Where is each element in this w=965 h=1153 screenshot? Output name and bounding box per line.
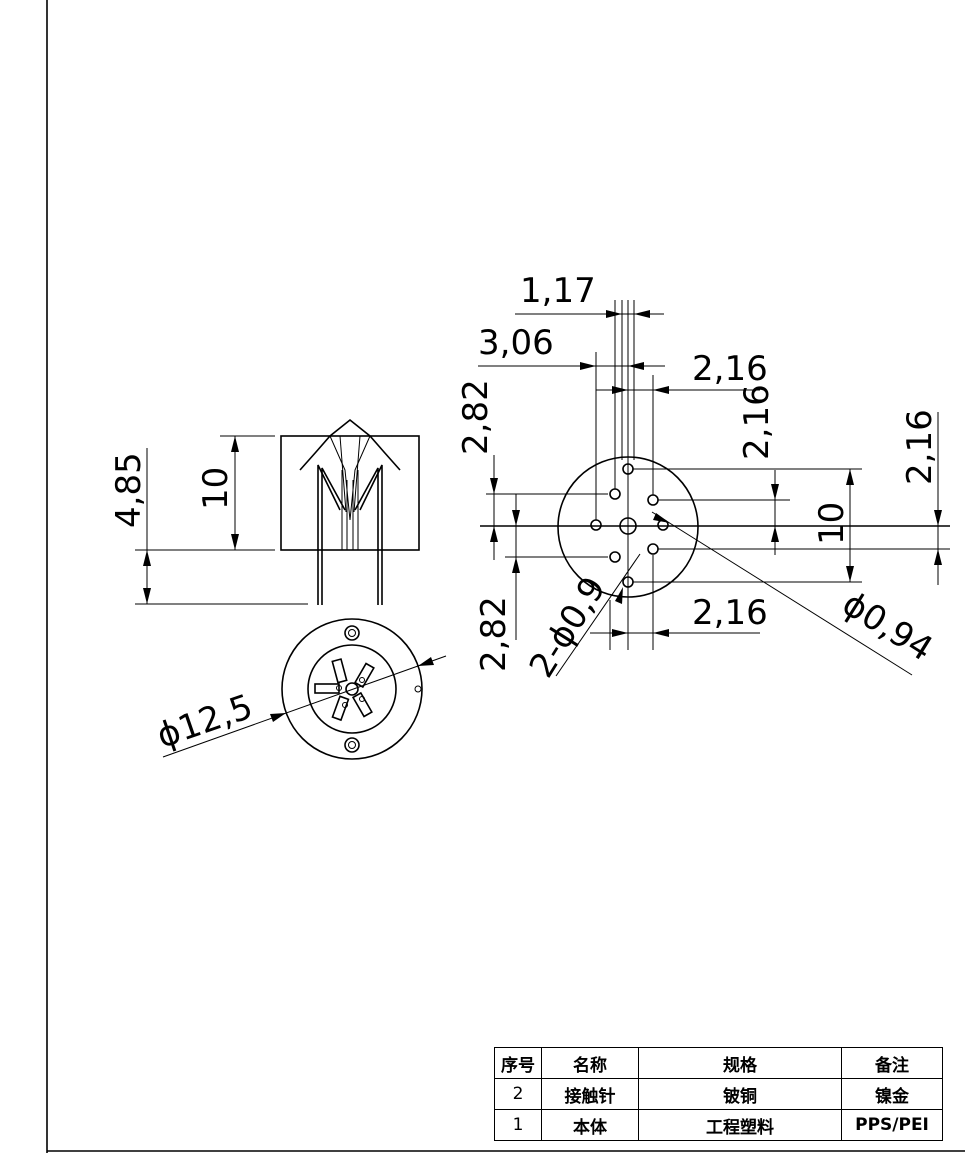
cone-top bbox=[299, 418, 401, 471]
bom-row-note: PPS/PEI bbox=[841, 1109, 943, 1141]
arrow-10-pin-a bbox=[846, 469, 854, 485]
bom-header-spec: 规格 bbox=[638, 1047, 842, 1079]
arrow-216-left-b bbox=[771, 526, 779, 542]
arrow-282-top-b bbox=[490, 526, 498, 542]
arrow-117-b bbox=[634, 310, 650, 318]
bom-row-name: 本体 bbox=[541, 1109, 639, 1141]
contact-slot-4 bbox=[351, 691, 373, 718]
pin-3 bbox=[647, 494, 659, 506]
pin-right bbox=[359, 464, 383, 605]
dim-label-306: 3,06 bbox=[478, 323, 554, 363]
cone-line-2 bbox=[353, 435, 361, 513]
body-circle bbox=[307, 644, 397, 734]
arrow-216-bottom-a bbox=[612, 629, 628, 637]
contact-dot-4 bbox=[342, 702, 348, 708]
arrow-diam-2 bbox=[418, 657, 434, 666]
leader-hole-094 bbox=[651, 511, 913, 676]
pin-6 bbox=[609, 551, 621, 563]
leader-diameter-125 bbox=[162, 655, 447, 758]
mount-hole-bottom bbox=[344, 737, 360, 753]
arrow-10-pin-b bbox=[846, 566, 854, 582]
contact-slot-3 bbox=[353, 662, 375, 689]
bottom-view: ϕ12,5 bbox=[152, 618, 447, 760]
bom-row: 2 接触针 铍铜 镍金 bbox=[494, 1078, 943, 1110]
dim-label-hole-09: 2-ϕ0,9 bbox=[522, 570, 614, 685]
dim-label-282-bottom: 2,82 bbox=[474, 596, 514, 672]
arrow-diam-1 bbox=[270, 713, 286, 722]
arrow-216-top-b bbox=[653, 386, 669, 394]
arrow-216-left-a bbox=[771, 484, 779, 500]
pin-2 bbox=[609, 488, 621, 500]
bom-row-spec: 工程塑料 bbox=[638, 1109, 842, 1141]
arrow-485-bottom bbox=[143, 588, 151, 604]
bom-header-note: 备注 bbox=[841, 1047, 943, 1079]
arrow-216-right-a bbox=[934, 510, 942, 526]
arrow-10-bottom bbox=[231, 534, 239, 550]
connector-body-outline bbox=[280, 435, 420, 551]
dim-label-117: 1,17 bbox=[520, 271, 596, 311]
cone-inner bbox=[329, 435, 371, 521]
contact-dot-1 bbox=[336, 685, 342, 691]
pin-left-inner bbox=[321, 467, 346, 605]
arrow-216-bottom-b bbox=[653, 629, 669, 637]
bill-of-materials: 序号 名称 规格 备注 2 接触针 铍铜 镍金 1 本体 工程塑料 PPS/PE… bbox=[494, 1047, 943, 1141]
pin-4 bbox=[590, 519, 602, 531]
arrow-282-top-a bbox=[490, 478, 498, 494]
bom-row-note: 镍金 bbox=[841, 1078, 943, 1110]
bom-row: 1 本体 工程塑料 PPS/PEI bbox=[494, 1109, 943, 1141]
bom-header-no: 序号 bbox=[494, 1047, 542, 1079]
dim-label-10-side: 10 bbox=[196, 467, 236, 510]
pin-layout-view: 1,17 3,06 2,16 2,82 2,82 2,16 10 bbox=[456, 271, 950, 685]
arrow-282-bottom-a bbox=[512, 510, 520, 526]
contact-dot-2 bbox=[359, 677, 365, 683]
flange-outline bbox=[281, 618, 423, 760]
dim-label-216-right: 2,16 bbox=[900, 409, 940, 485]
bom-row-no: 2 bbox=[494, 1078, 542, 1110]
dim-label-10-pin: 10 bbox=[812, 502, 852, 545]
arrow-306-a bbox=[580, 362, 596, 370]
arrow-hole-09 bbox=[615, 587, 623, 604]
bom-header-row: 序号 名称 规格 备注 bbox=[494, 1047, 943, 1079]
arrow-hole-094 bbox=[653, 513, 670, 523]
dim-label-485: 4,85 bbox=[109, 452, 149, 528]
bom-row-spec: 铍铜 bbox=[638, 1078, 842, 1110]
arrow-216-right-b bbox=[934, 549, 942, 565]
dim-label-282-top: 2,82 bbox=[456, 379, 496, 455]
contact-slot-1 bbox=[314, 683, 340, 694]
mount-hole-top-inner bbox=[348, 629, 356, 637]
contact-dot-3 bbox=[359, 696, 365, 702]
pin-right-inner bbox=[354, 467, 379, 605]
arrow-117-a bbox=[606, 310, 622, 318]
arrow-282-bottom-b bbox=[512, 557, 520, 573]
dim-label-216-left: 2,16 bbox=[737, 384, 777, 460]
contact-slot-2 bbox=[331, 658, 348, 684]
cone-line-1 bbox=[339, 435, 347, 513]
bom-row-no: 1 bbox=[494, 1109, 542, 1141]
arrow-216-top-a bbox=[612, 386, 628, 394]
centre-contact bbox=[345, 682, 359, 696]
mount-hole-bottom-inner bbox=[348, 741, 356, 749]
side-view: 4,85 10 bbox=[109, 418, 420, 605]
bom-header-name: 名称 bbox=[541, 1047, 639, 1079]
dim-label-hole-094: ϕ0,94 bbox=[835, 584, 939, 670]
dim-label-diameter-125: ϕ12,5 bbox=[152, 687, 258, 757]
key-notch bbox=[414, 685, 422, 693]
mount-hole-top bbox=[344, 625, 360, 641]
dim-label-216-bottom: 2,16 bbox=[692, 593, 768, 633]
dim-label-216-top: 2,16 bbox=[692, 349, 768, 389]
arrow-485-top bbox=[143, 550, 151, 566]
contact-slot-5 bbox=[331, 695, 350, 722]
arrow-306-b bbox=[628, 362, 644, 370]
leader-hole-09 bbox=[555, 553, 641, 677]
bom-row-name: 接触针 bbox=[541, 1078, 639, 1110]
arrow-10-top bbox=[231, 436, 239, 452]
pin-7 bbox=[647, 543, 659, 555]
pin-left bbox=[317, 464, 341, 605]
